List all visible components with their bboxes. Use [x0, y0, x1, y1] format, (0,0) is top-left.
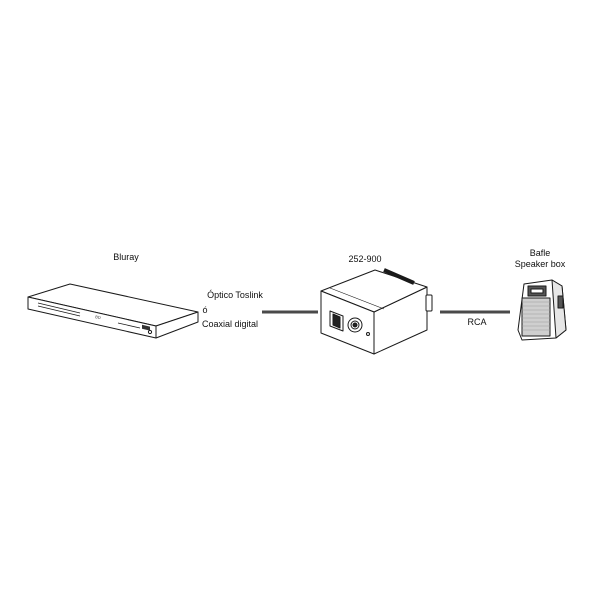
speaker-box: [517, 279, 567, 341]
bluray-label: Bluray: [113, 252, 139, 262]
bluray-player: BD: [27, 283, 199, 339]
speaker-label-es: Bafle: [529, 248, 551, 258]
svg-text:BD: BD: [95, 314, 102, 320]
speaker-label-en: Speaker box: [514, 259, 566, 269]
converter-label: 252-900: [348, 254, 382, 264]
input-label-or: ó: [202, 305, 208, 315]
output-label-rca: RCA: [467, 317, 487, 327]
converter-box: [320, 268, 433, 355]
input-label-coaxial: Coaxial digital: [201, 319, 259, 329]
input-label-optical: Óptico Toslink: [207, 290, 263, 300]
